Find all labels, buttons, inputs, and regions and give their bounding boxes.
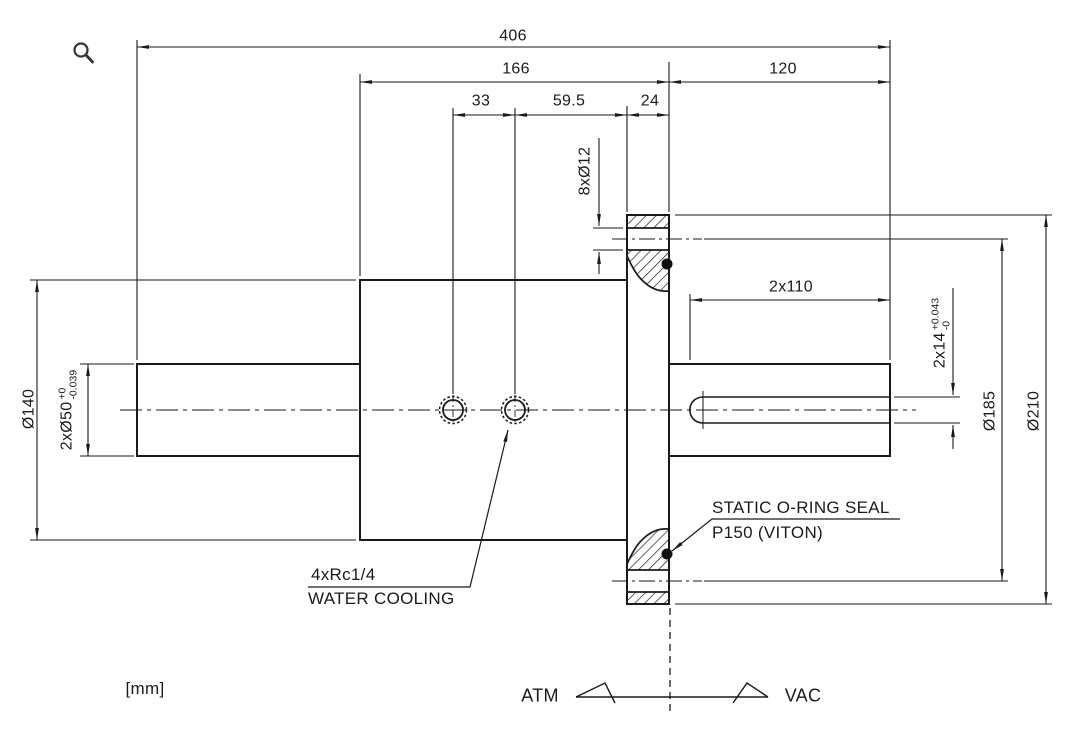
dim-flange-od-value: Ø210 [1025,390,1043,432]
vac-label-text: VAC [784,685,822,706]
units-label-text: [mm] [125,679,165,699]
dim-keyway-length-value: 2x110 [769,278,813,296]
shaft-tol-plus: +0 [56,387,69,400]
keyway-tol-plus: +0.043 [929,297,942,331]
keyway-slot-round-end [689,396,704,424]
atm-vac-symbol [575,682,769,704]
dim-166-label: 166 [502,60,530,79]
dim-shaft-od-value: 2xØ50 [58,401,76,451]
dim-24-label: 24 [640,92,660,111]
keyway-tol-minus: -0 [940,320,952,331]
dim-body-od-label: Ø140 [20,388,39,430]
dim-keyway-width-value: 2x14 [931,332,949,369]
dim-120-label: 120 [769,60,797,79]
vac-label: VAC [784,685,822,706]
cooling-note-line2: WATER COOLING [308,590,455,608]
flange-hatch-bottom-neck [626,528,670,571]
flange-outline [626,214,670,605]
dim-overall-value: 406 [499,27,527,45]
dim-bolt-circle-value: Ø185 [981,390,999,432]
leader-oring-seal [671,518,900,552]
magnifier-icon[interactable] [70,39,100,71]
atm-side-flag-icon [575,682,616,704]
dim-bolt-circle-label: Ø185 [981,390,1000,432]
dim-keyway-width-label: 2x14+0.043-0 [929,297,953,369]
body-outline [359,279,627,541]
right-shaft-outline [669,363,891,457]
flange-hatch-top-neck [626,249,670,292]
cooling-note-line2-text: WATER COOLING [308,589,455,609]
dim-body-od-value: Ø140 [20,388,38,430]
dim-overall-label: 406 [499,27,527,46]
dim-keyway-length-label: 2x110 [769,278,813,297]
dimension-lines [35,45,1048,604]
ext-bolt-hole [593,227,623,251]
atm-label: ATM [521,685,559,706]
leader-lines [308,429,900,588]
leader-water-cooling [308,429,509,588]
dim-flange-od-label: Ø210 [1025,390,1044,432]
vac-side-flag-icon [732,682,769,704]
water-cooling-ports [438,395,530,425]
dim-shaft-od-label: 2xØ50+0-0.039 [56,369,80,451]
dim-bolt-holes-value: 8xØ12 [576,146,594,196]
oring-dots [661,258,673,560]
oring-cross-section-top [661,258,673,270]
oring-note-line2: P150 (VITON) [712,524,823,542]
flange-hatch-bottom-outer [626,591,670,605]
atm-label-text: ATM [521,685,559,706]
units-label: [mm] [126,680,165,698]
ext-flange-od [675,214,1052,605]
cooling-note-line1-text: 4xRc1/4 [311,565,376,585]
ext-bolt-circle [704,238,1008,582]
part-outline [136,214,891,605]
dim-33-value: 33 [471,92,491,110]
dim-59-5-label: 59.5 [552,92,586,111]
ext-keyway-width [894,396,960,424]
dim-166-value: 166 [502,60,530,78]
dim-59-5-value: 59.5 [552,92,586,110]
ext-body-od [30,279,356,541]
flange-hatch-top-outer [626,214,670,229]
extension-lines [30,40,1052,605]
oring-note-line1: STATIC O-RING SEAL [712,499,890,517]
dim-33-label: 33 [471,92,491,111]
dim-bolt-holes-label: 8xØ12 [576,146,595,196]
oring-note-line2-text: P150 (VITON) [712,523,823,543]
oring-cross-section-bottom [661,548,673,560]
keyway-slot-edges [703,396,890,424]
left-shaft-outline [136,363,360,457]
oring-note-line1-text: STATIC O-RING SEAL [712,498,890,518]
dim-24-value: 24 [640,92,660,110]
shaft-tol-minus: -0.039 [67,369,79,400]
dim-120-value: 120 [769,60,797,78]
cooling-note-line1: 4xRc1/4 [311,566,375,584]
